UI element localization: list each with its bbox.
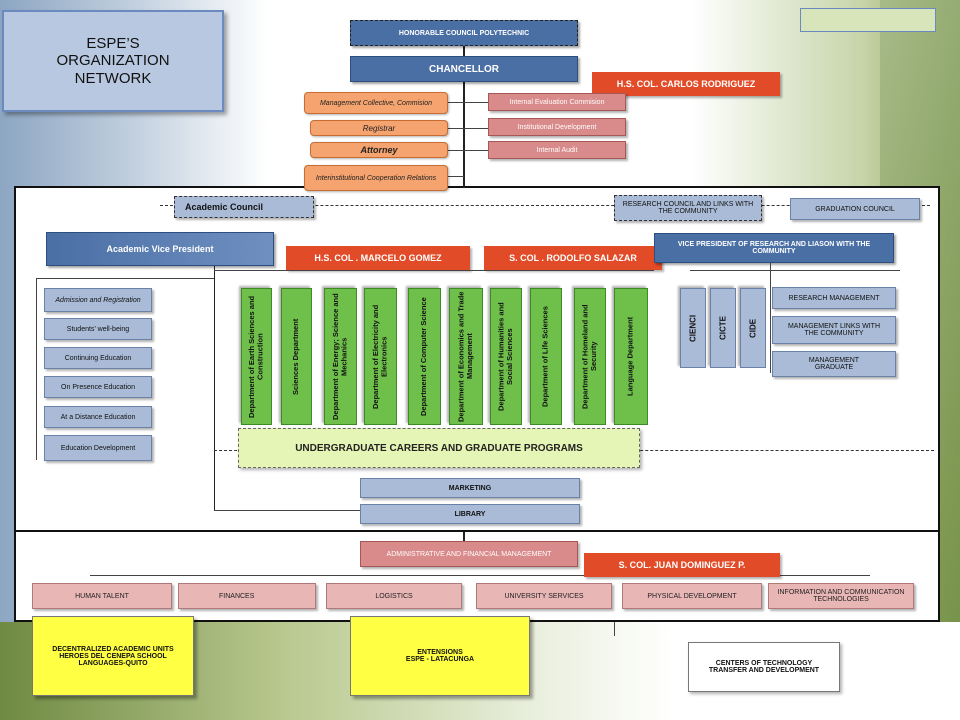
research-unit-cicte[interactable]: CICTE: [710, 288, 736, 368]
library-box[interactable]: LIBRARY: [360, 504, 580, 524]
research-unit-cide[interactable]: CIDE: [740, 288, 766, 368]
connector: [446, 128, 488, 129]
page-title: ESPE’S ORGANIZATION NETWORK: [2, 10, 224, 112]
person-rodolfo-label: S. COL . RODOLFO SALAZAR: [484, 246, 662, 270]
interinstitutional-box[interactable]: Interinstitutional Cooperation Relations: [304, 165, 448, 191]
vp-research-box[interactable]: VICE PRESIDENT OF RESEARCH AND LIASON WI…: [654, 233, 894, 263]
extensions-box[interactable]: ENTENSIONS ESPE - LATACUNGA: [350, 616, 530, 696]
physical-development-box[interactable]: PHYSICAL DEVELOPMENT: [622, 583, 762, 609]
connector: [214, 510, 364, 511]
on-presence-education-item[interactable]: On Presence Education: [44, 376, 152, 398]
students-wellbeing-item[interactable]: Students’ well-being: [44, 318, 152, 340]
connector: [614, 622, 615, 636]
department-computer-science[interactable]: Department of Computer Science: [408, 288, 441, 425]
graduation-council-box[interactable]: GRADUATION COUNCIL: [790, 198, 920, 220]
department-life-sciences[interactable]: Department of Life Sciences: [530, 288, 562, 425]
connector: [36, 278, 214, 279]
human-talent-box[interactable]: HUMAN TALENT: [32, 583, 172, 609]
department-earth-sciences[interactable]: Department of Earth Sciences and Constru…: [241, 288, 272, 425]
connector: [36, 278, 37, 460]
honorable-council-box[interactable]: HONORABLE COUNCIL POLYTECHNIC: [350, 20, 578, 46]
connector: [770, 263, 771, 373]
connector: [446, 102, 488, 103]
spine-line: [463, 46, 465, 188]
programs-box[interactable]: UNDERGRADUATE CAREERS AND GRADUATE PROGR…: [238, 428, 640, 468]
management-collective-box[interactable]: Management Collective, Commision: [304, 92, 448, 114]
research-council-box[interactable]: RESEARCH COUNCIL AND LINKS WITH THE COMM…: [614, 195, 762, 221]
academic-council-box[interactable]: Academic Council: [174, 196, 314, 218]
research-management-box[interactable]: RESEARCH MANAGEMENT: [772, 287, 896, 309]
department-homeland-security[interactable]: Department of Homeland and Security: [574, 288, 606, 425]
connector: [446, 176, 464, 177]
department-economics[interactable]: Department of Economics and Trade Manage…: [449, 288, 483, 425]
admission-registration-item[interactable]: Admission and Registration: [44, 288, 152, 312]
department-language[interactable]: Language Department: [614, 288, 648, 425]
connector: [90, 575, 870, 576]
management-links-box[interactable]: MANAGEMENT LINKS WITH THE COMMUNITY: [772, 316, 896, 344]
academic-vp-box[interactable]: Academic Vice President: [46, 232, 274, 266]
council-dashed-line: [160, 205, 930, 206]
admin-financial-box[interactable]: ADMINISTRATIVE AND FINANCIAL MANAGEMENT: [360, 541, 578, 567]
distance-education-item[interactable]: At a Distance Education: [44, 406, 152, 428]
ict-box[interactable]: INFORMATION AND COMMUNICATION TECHNOLOGI…: [768, 583, 914, 609]
centers-technology-box[interactable]: CENTERS OF TECHNOLOGY TRANSFER AND DEVEL…: [688, 642, 840, 692]
spine-line: [214, 266, 215, 510]
institutional-development-box[interactable]: Institutional Development: [488, 118, 626, 136]
internal-audit-box[interactable]: Internal Audit: [488, 141, 626, 159]
spine-line: [463, 532, 465, 542]
research-unit-cienci[interactable]: CIENCI: [680, 288, 706, 368]
department-sciences[interactable]: Sciences Department: [281, 288, 312, 425]
department-humanities[interactable]: Department of Humanities and Social Scie…: [490, 288, 522, 425]
connector: [214, 270, 654, 271]
management-graduate-box[interactable]: MANAGEMENT GRADUATE: [772, 351, 896, 377]
attorney-box[interactable]: Attorney: [310, 142, 448, 158]
department-energy[interactable]: Department of Energy; Science and Mechan…: [324, 288, 357, 425]
placeholder-box: [800, 8, 936, 32]
university-services-box[interactable]: UNIVERSITY SERVICES: [476, 583, 612, 609]
internal-evaluation-box[interactable]: Internal Evaluation Commision: [488, 93, 626, 111]
finances-box[interactable]: FINANCES: [178, 583, 316, 609]
logistics-box[interactable]: LOGISTICS: [326, 583, 462, 609]
registrar-box[interactable]: Registrar: [310, 120, 448, 136]
person-juan-label: S. COL. JUAN DOMINGUEZ P.: [584, 553, 780, 577]
decentralized-units-box[interactable]: DECENTRALIZED ACADEMIC UNITS HEROES DEL …: [32, 616, 194, 696]
education-development-item[interactable]: Education Development: [44, 435, 152, 461]
connector: [446, 150, 488, 151]
chancellor-person-label: H.S. COL. CARLOS RODRIGUEZ: [592, 72, 780, 96]
department-electricity[interactable]: Department of Electricity and Electronic…: [364, 288, 397, 425]
marketing-box[interactable]: MARKETING: [360, 478, 580, 498]
person-marcelo-label: H.S. COL . MARCELO GOMEZ: [286, 246, 470, 270]
continuing-education-item[interactable]: Continuing Education: [44, 347, 152, 369]
connector: [690, 270, 900, 271]
chancellor-box[interactable]: CHANCELLOR: [350, 56, 578, 82]
